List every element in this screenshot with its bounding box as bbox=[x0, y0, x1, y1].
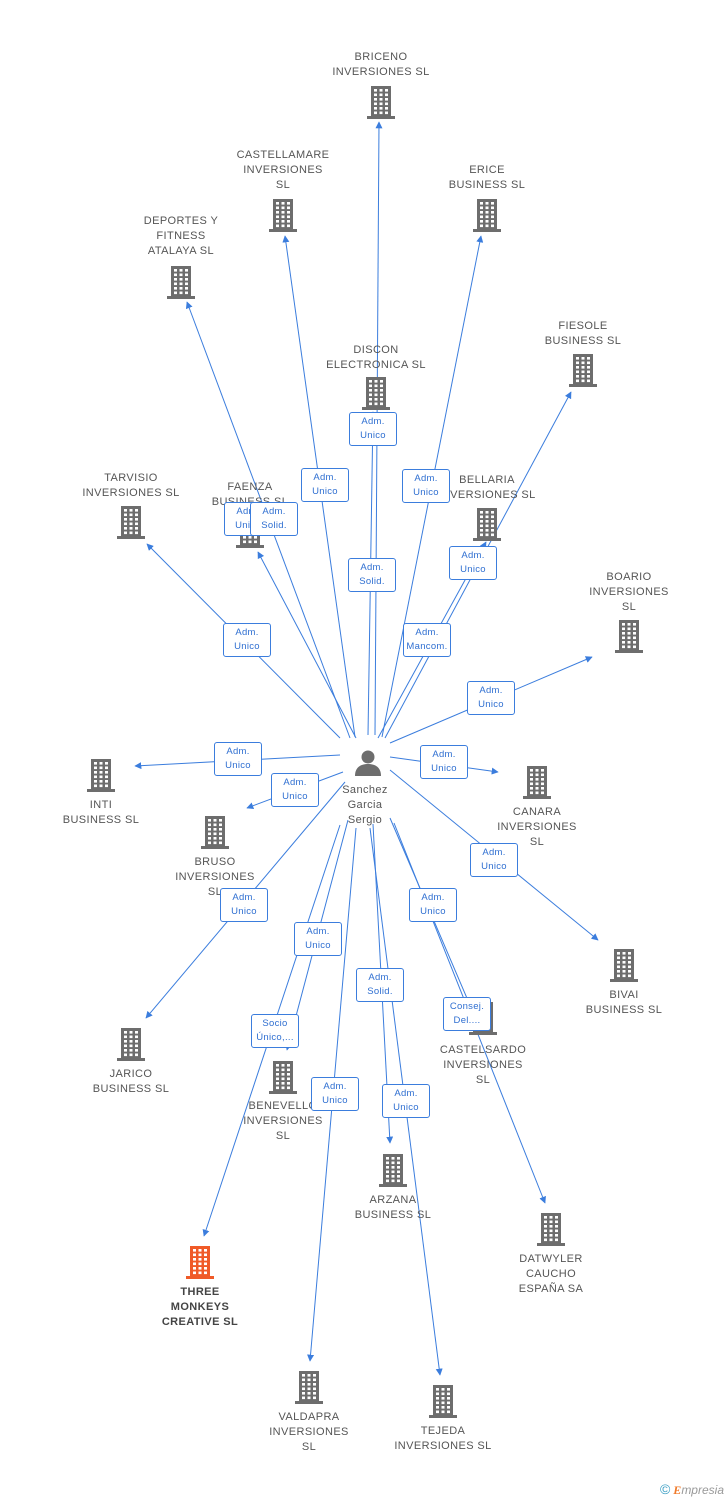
building-icon[interactable] bbox=[185, 1244, 215, 1280]
copyright-icon: © bbox=[659, 1481, 671, 1497]
role-badge-briceno[interactable]: Adm. Solid. bbox=[348, 558, 396, 592]
company-label-tarvisio[interactable]: TARVISIO INVERSIONES SL bbox=[82, 472, 180, 499]
company-label-castelsardo[interactable]: CASTELSARDO INVERSIONES SL bbox=[439, 1044, 527, 1086]
building-icon[interactable] bbox=[472, 506, 502, 542]
building-icon[interactable] bbox=[200, 814, 230, 850]
building-icon[interactable] bbox=[268, 197, 298, 233]
role-badge-bivai[interactable]: Adm. Unico bbox=[470, 843, 518, 877]
building-icon[interactable] bbox=[536, 1211, 566, 1247]
role-badge-tejeda[interactable]: Adm. Unico bbox=[382, 1084, 430, 1118]
building-icon[interactable] bbox=[614, 618, 644, 654]
company-label-jarico[interactable]: JARICO BUSINESS SL bbox=[92, 1068, 170, 1095]
role-badge-faenza[interactable]: Adm. Solid. bbox=[250, 502, 298, 536]
brand-logo-text: mpresia bbox=[681, 1483, 724, 1497]
building-icon[interactable] bbox=[166, 264, 196, 300]
role-badge-benevello[interactable]: Adm. Unico bbox=[294, 922, 342, 956]
company-label-inti[interactable]: INTI BUSINESS SL bbox=[62, 799, 140, 826]
building-icon[interactable] bbox=[116, 504, 146, 540]
role-badge-jarico[interactable]: Adm. Unico bbox=[220, 888, 268, 922]
company-label-briceno[interactable]: BRICENO INVERSIONES SL bbox=[332, 51, 430, 78]
role-badge-erice[interactable]: Adm. Unico bbox=[402, 469, 450, 503]
building-icon[interactable] bbox=[86, 757, 116, 793]
company-label-bruso[interactable]: BRUSO INVERSIONES SL bbox=[175, 856, 255, 898]
company-label-benevello[interactable]: BENEVELLO INVERSIONES SL bbox=[243, 1100, 323, 1142]
role-badge-datwyler[interactable]: Consej. Del.... bbox=[443, 997, 491, 1031]
company-label-canara[interactable]: CANARA INVERSIONES SL bbox=[497, 806, 577, 848]
edge-faenza bbox=[257, 551, 357, 739]
company-label-erice[interactable]: ERICE BUSINESS SL bbox=[448, 164, 526, 191]
role-badge-bellaria[interactable]: Adm. Mancom. bbox=[403, 623, 451, 657]
company-label-discon[interactable]: DISCON ELECTRONICA SL bbox=[326, 344, 426, 371]
role-badge-threemonkeys[interactable]: Socio Único,... bbox=[251, 1014, 299, 1048]
company-label-datwyler[interactable]: DATWYLER CAUCHO ESPAÑA SA bbox=[518, 1253, 584, 1295]
company-label-fiesole[interactable]: FIESOLE BUSINESS SL bbox=[544, 320, 622, 347]
role-badge-bruso[interactable]: Adm. Unico bbox=[271, 773, 319, 807]
building-icon[interactable] bbox=[116, 1026, 146, 1062]
role-badge-arzana[interactable]: Adm. Solid. bbox=[356, 968, 404, 1002]
person-icon[interactable] bbox=[353, 748, 383, 778]
role-badge-castelsardo[interactable]: Adm. Unico bbox=[409, 888, 457, 922]
company-label-boario[interactable]: BOARIO INVERSIONES SL bbox=[589, 571, 669, 613]
company-label-bivai[interactable]: BIVAI BUSINESS SL bbox=[585, 989, 663, 1016]
company-label-valdapra[interactable]: VALDAPRA INVERSIONES SL bbox=[269, 1411, 349, 1453]
building-icon[interactable] bbox=[361, 375, 391, 411]
building-icon[interactable] bbox=[366, 84, 396, 120]
role-badge-valdapra[interactable]: Adm. Unico bbox=[311, 1077, 359, 1111]
role-badge-inti[interactable]: Adm. Unico bbox=[214, 742, 262, 776]
role-badge-tarvisio[interactable]: Adm. Unico bbox=[223, 623, 271, 657]
person-name[interactable]: Sanchez Garcia Sergio bbox=[342, 784, 388, 826]
company-label-deportes[interactable]: DEPORTES Y FITNESS ATALAYA SL bbox=[143, 215, 219, 257]
building-icon[interactable] bbox=[609, 947, 639, 983]
brand-logo-letter: E bbox=[673, 1483, 682, 1497]
building-icon[interactable] bbox=[428, 1383, 458, 1419]
company-label-tejeda[interactable]: TEJEDA INVERSIONES SL bbox=[394, 1425, 492, 1452]
company-label-threemonkeys[interactable]: THREE MONKEYS CREATIVE SL bbox=[161, 1286, 239, 1328]
company-label-bellaria[interactable]: BELLARIA INVERSIONES SL bbox=[438, 474, 536, 501]
brand-footer: ©Empresia bbox=[660, 1481, 724, 1498]
role-badge-boario[interactable]: Adm. Unico bbox=[467, 681, 515, 715]
role-badge-castellamare[interactable]: Adm. Unico bbox=[301, 468, 349, 502]
role-badge-discon[interactable]: Adm. Unico bbox=[349, 412, 397, 446]
role-badge-fiesole[interactable]: Adm. Unico bbox=[449, 546, 497, 580]
building-icon[interactable] bbox=[522, 764, 552, 800]
building-icon[interactable] bbox=[268, 1059, 298, 1095]
company-label-castellamare[interactable]: CASTELLAMARE INVERSIONES SL bbox=[236, 149, 330, 191]
company-label-arzana[interactable]: ARZANA BUSINESS SL bbox=[354, 1194, 432, 1221]
building-icon[interactable] bbox=[378, 1152, 408, 1188]
building-icon[interactable] bbox=[294, 1369, 324, 1405]
building-icon[interactable] bbox=[472, 197, 502, 233]
building-icon[interactable] bbox=[568, 352, 598, 388]
role-badge-canara[interactable]: Adm. Unico bbox=[420, 745, 468, 779]
